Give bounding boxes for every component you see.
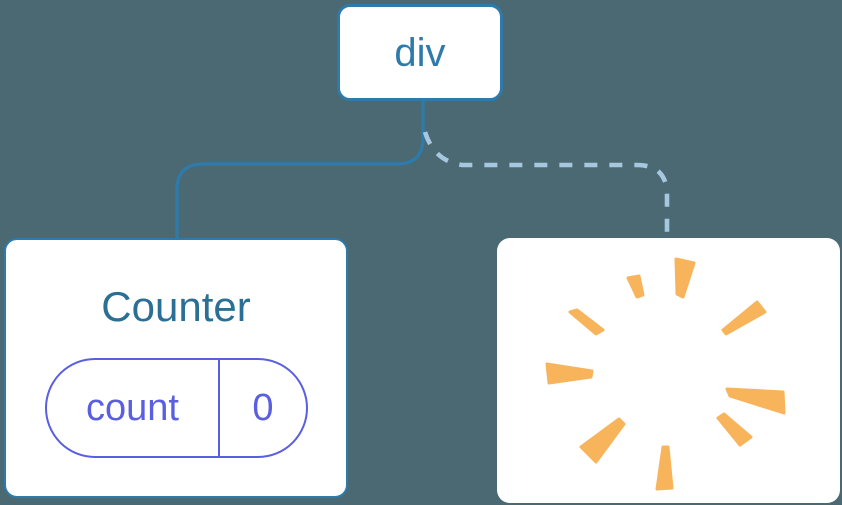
state-pill: count 0 bbox=[45, 358, 308, 458]
node-removed bbox=[497, 238, 840, 503]
state-value-label: 0 bbox=[218, 360, 306, 456]
node-div-label: div bbox=[394, 30, 446, 75]
poof-ray bbox=[545, 362, 594, 385]
poof-ray bbox=[579, 417, 626, 464]
node-counter: Counter count 0 bbox=[4, 238, 348, 498]
node-div: div bbox=[337, 4, 503, 101]
node-counter-label: Counter bbox=[101, 283, 251, 330]
poof-ray bbox=[568, 308, 605, 336]
poof-ray bbox=[716, 412, 753, 447]
edge-div-to-counter bbox=[175, 99, 425, 241]
poof-ray bbox=[674, 257, 696, 299]
state-key-label: count bbox=[86, 386, 179, 429]
poof-burst-icon bbox=[545, 257, 786, 491]
poof-ray bbox=[721, 300, 767, 336]
poof-ray bbox=[626, 274, 645, 299]
edge-div-to-removed bbox=[422, 131, 670, 239]
poof-ray bbox=[655, 445, 674, 491]
poof-ray bbox=[725, 387, 786, 415]
